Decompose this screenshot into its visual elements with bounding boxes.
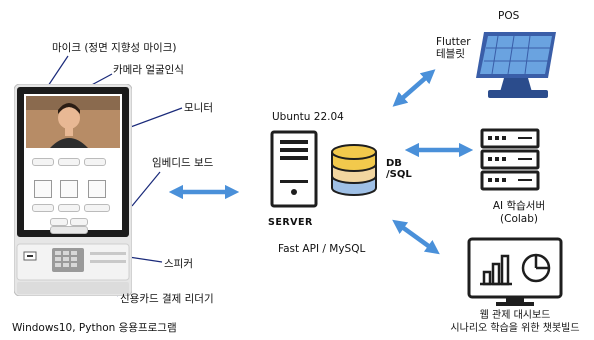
menu-pill xyxy=(50,218,68,226)
pos-terminal-icon xyxy=(476,32,556,98)
bar-chart-icon xyxy=(480,254,512,286)
speaker-label: 스피커 xyxy=(164,258,193,270)
ai-server-rack-icon xyxy=(480,128,540,191)
menu-cup-option xyxy=(88,180,106,198)
dashboard-line1: 웹 관제 대시보드 xyxy=(479,310,551,321)
ai-server-line2: (Colab) xyxy=(500,213,538,225)
menu-cup-option xyxy=(60,180,78,198)
server-pos-arrow xyxy=(392,69,436,107)
monitor-label: 모니터 xyxy=(184,102,213,114)
card-reader-label: 신용카드 결제 리더기 xyxy=(120,293,214,305)
db-label-line1: DB xyxy=(386,158,402,169)
dashboard-label: 웹 관제 대시보드 시나리오 학습을 위한 챗봇빌드 xyxy=(436,309,594,335)
pos-flutter-label: Flutter xyxy=(436,36,471,48)
db-label-line2: /SQL xyxy=(386,169,412,180)
embedded-pointer xyxy=(131,171,161,207)
camera-label: 카메라 얼굴인식 xyxy=(113,64,184,76)
server-name-label: SERVER xyxy=(268,217,313,228)
server-dashboard-arrow xyxy=(392,219,440,255)
mic-pointer xyxy=(47,55,69,87)
pos-title: POS xyxy=(498,10,520,22)
server-os-label: Ubuntu 22.04 xyxy=(272,111,344,123)
menu-order-button xyxy=(50,226,88,234)
ai-server-label: AI 학습서버 (Colab) xyxy=(474,200,564,226)
menu-pill xyxy=(58,204,80,212)
kiosk-caption: Windows10, Python 응용프로그램 xyxy=(12,322,177,334)
menu-pill xyxy=(32,204,54,212)
pos-tablet-label: 테블릿 xyxy=(436,48,465,60)
ai-server-line1: AI 학습서버 xyxy=(492,200,546,212)
pie-chart-icon xyxy=(521,253,551,283)
db-label: DB /SQL xyxy=(386,158,412,180)
database-icon xyxy=(331,144,377,196)
server-stack-label: Fast API / MySQL xyxy=(278,243,366,255)
pos-tech-label: Flutter 테블릿 xyxy=(436,36,471,60)
embedded-board-label: 임베디드 보드 xyxy=(152,157,214,169)
menu-pill xyxy=(58,158,80,166)
menu-cup-option xyxy=(34,180,52,198)
menu-pill xyxy=(84,158,106,166)
mic-label: 마이크 (정면 지향성 마이크) xyxy=(52,42,177,54)
server-icon xyxy=(270,130,377,208)
menu-pill xyxy=(32,158,54,166)
dashboard-monitor-icon xyxy=(467,237,563,306)
dashboard-line2: 시나리오 학습을 위한 챗봇빌드 xyxy=(450,323,580,334)
menu-pill xyxy=(70,218,88,226)
monitor-pointer xyxy=(127,107,183,129)
menu-pill xyxy=(84,204,110,212)
kiosk-device xyxy=(13,83,133,297)
